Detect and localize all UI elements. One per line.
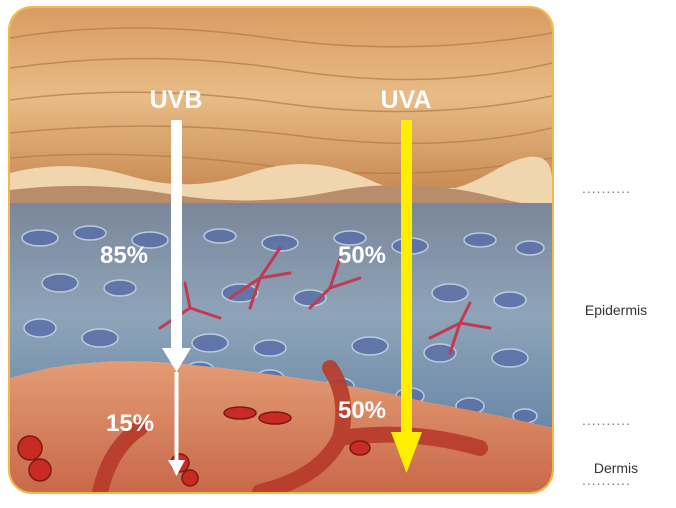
skin-cross-section-illustration: UVB UVA 85% 50% 15% 50% <box>8 6 554 494</box>
epidermis-boundary-dots: .......... <box>582 412 631 428</box>
dermis-boundary-dots: .......... <box>582 472 631 488</box>
stratum-corneum <box>10 8 552 188</box>
uvb-dermis-percent: 15% <box>106 410 154 437</box>
uvb-label: UVB <box>150 86 203 114</box>
uva-dermis-percent: 50% <box>338 397 386 424</box>
stratum-boundary-dots: .......... <box>582 180 631 196</box>
skin-layers-svg: UVB UVA 85% 50% 15% 50% <box>10 8 552 492</box>
epidermis-label: Epidermis <box>561 302 671 318</box>
uva-label: UVA <box>381 86 432 114</box>
uva-epidermis-percent: 50% <box>338 242 386 269</box>
uvb-epidermis-percent: 85% <box>100 242 148 269</box>
